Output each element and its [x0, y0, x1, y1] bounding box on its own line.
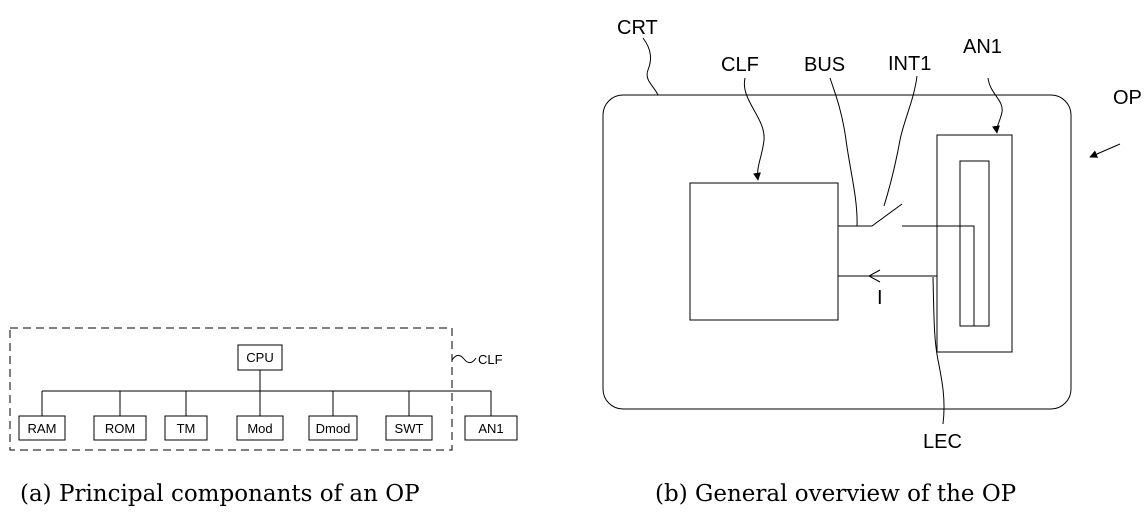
- cpu-label: CPU: [246, 350, 273, 365]
- label-lec: LEC: [923, 431, 962, 453]
- module-box-tm: [164, 415, 208, 441]
- clf-leader: [743, 77, 765, 181]
- antenna-outer: [936, 134, 1013, 353]
- label-current-i: I: [877, 287, 883, 309]
- module-label-mod: Mod: [247, 421, 272, 436]
- module-label-an1: AN1: [478, 421, 503, 436]
- label-op: OP: [1113, 87, 1142, 109]
- module-box-mod: [236, 415, 284, 441]
- figure-b: CRT CLF BUS INT1 AN1 OP I LEC (b) Genera…: [602, 17, 1142, 507]
- lec-leader: [932, 276, 945, 425]
- clf-label-a: CLF: [478, 352, 503, 367]
- clf-dashed-boundary: [9, 327, 453, 451]
- bus-leader: [829, 77, 858, 227]
- op-arrow: [1089, 143, 1121, 158]
- figure-a: CPU RAM ROM TM Mod Dmod SWT AN1: [9, 327, 518, 507]
- crt-leader: [642, 37, 659, 96]
- label-bus: BUS: [804, 54, 845, 76]
- module-box-dmod: [308, 415, 358, 441]
- module-label-tm: TM: [177, 421, 196, 436]
- module-label-dmod: Dmod: [316, 421, 351, 436]
- module-box-ram: [18, 415, 66, 441]
- caption-a: (a) Principal componants of an OP: [20, 481, 420, 507]
- label-crt: CRT: [617, 17, 658, 39]
- module-box-an1: [464, 415, 518, 441]
- clf-leader-tilde: [451, 354, 477, 364]
- switch-antenna-wire: [902, 225, 975, 326]
- module-label-rom: ROM: [105, 421, 135, 436]
- module-drops: [41, 391, 492, 416]
- label-clf: CLF: [721, 54, 759, 76]
- module-box-rom: [93, 415, 147, 441]
- label-an1: AN1: [963, 36, 1002, 58]
- module-box-swt: [385, 415, 433, 441]
- module-label-swt: SWT: [395, 421, 424, 436]
- an1-leader: [987, 77, 1003, 134]
- switch-upper-wire: [838, 203, 903, 227]
- caption-b: (b) General overview of the OP: [655, 481, 1016, 507]
- module-label-ram: RAM: [28, 421, 57, 436]
- current-arrow-head: [867, 269, 881, 283]
- label-int1: INT1: [888, 53, 931, 75]
- chip-clf-box: [689, 182, 839, 321]
- int1-leader: [883, 75, 918, 207]
- card-outline: [602, 94, 1072, 410]
